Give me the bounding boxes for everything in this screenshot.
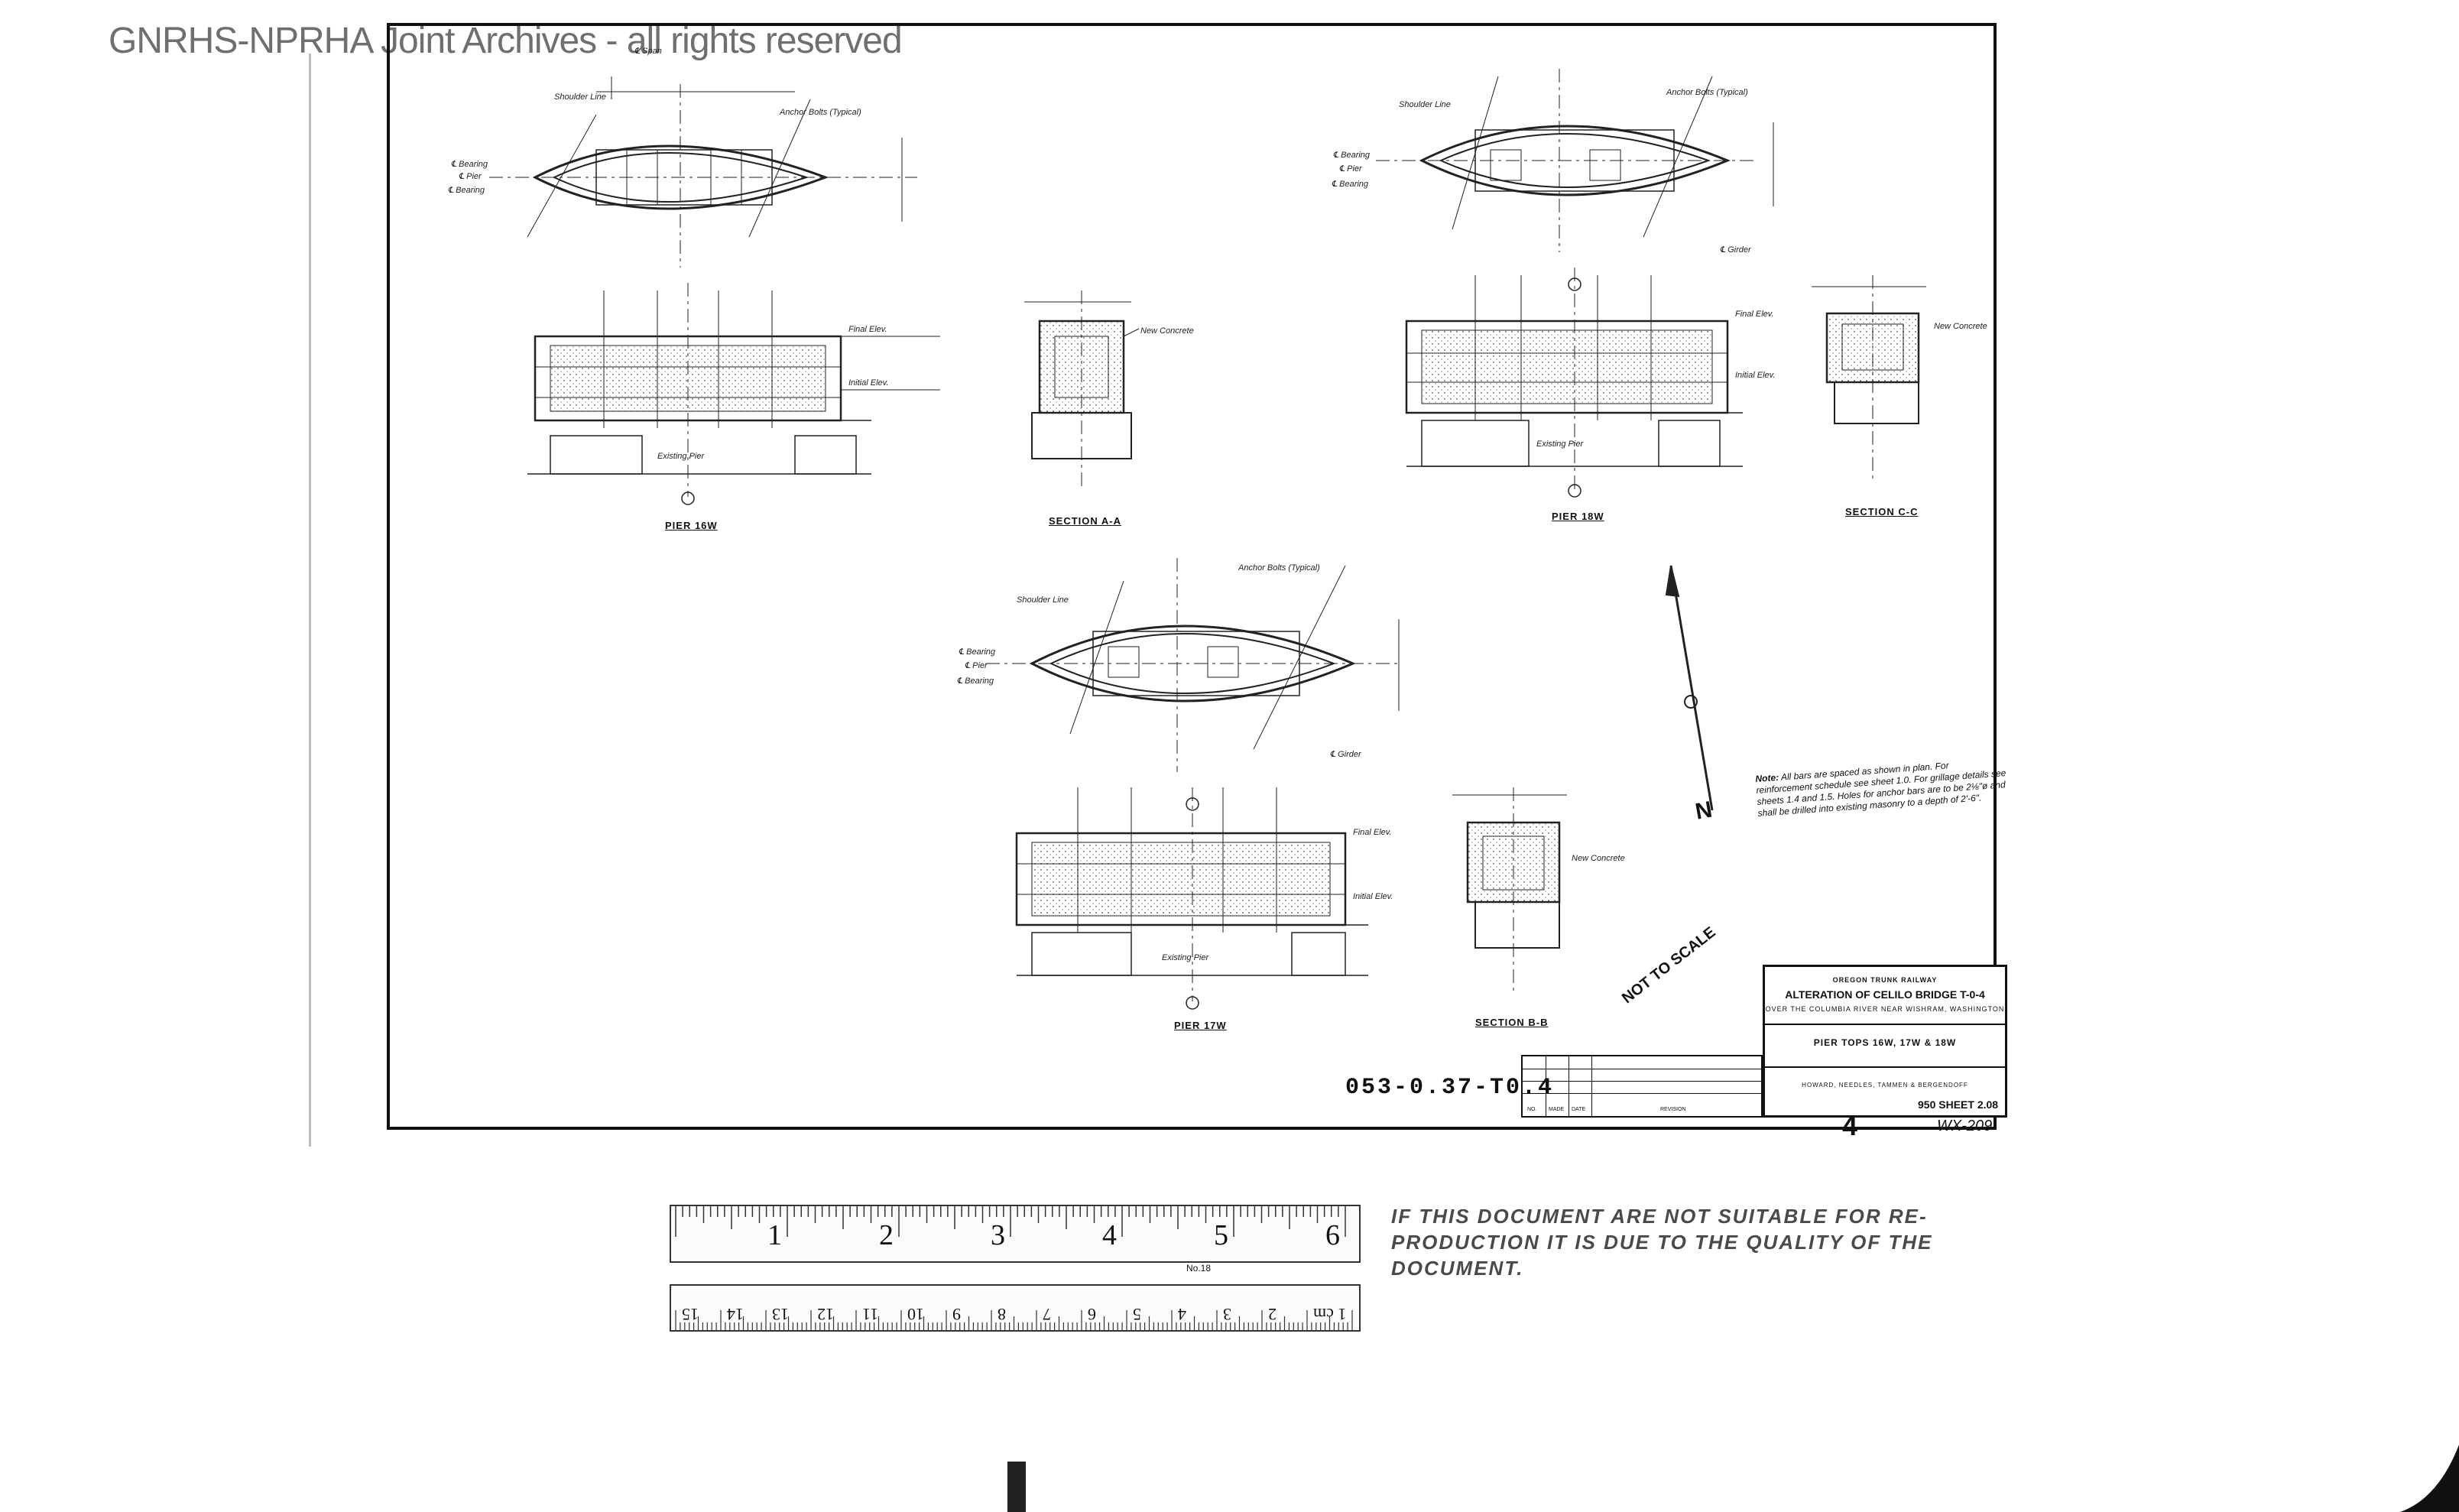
pier-18w-elevation	[1405, 268, 1743, 498]
revision-footer: NO. MADE DATE REVISION	[1523, 1104, 1761, 1116]
svg-text:Initial Elev.: Initial Elev.	[1735, 371, 1775, 380]
title-block-sheet-title: PIER TOPS 16W, 17W & 18W	[1813, 1037, 1957, 1048]
svg-text:℄ Bearing: ℄ Bearing	[448, 186, 485, 195]
ruler-cm-number: 8	[998, 1305, 1006, 1324]
svg-text:Anchor Bolts (Typical): Anchor Bolts (Typical)	[779, 108, 861, 117]
label-pier-18w: PIER 18W	[1552, 511, 1604, 522]
initial-elev-label-16w: Initial Elev.	[848, 378, 888, 388]
ruler-inch-5: 5	[1214, 1219, 1228, 1251]
svg-text:New Concrete: New Concrete	[1934, 322, 1987, 331]
svg-text:Initial Elev.: Initial Elev.	[1353, 892, 1393, 901]
ruler-inch-3: 3	[991, 1219, 1005, 1251]
ruler-inch-6: 6	[1325, 1219, 1340, 1251]
svg-text:℄ Girder: ℄ Girder	[1330, 750, 1362, 759]
ruler-inches: 1 2 3 4 5 6	[670, 1205, 1361, 1263]
label-section-b-b: SECTION B-B	[1475, 1017, 1549, 1028]
drawing-sheet-border	[387, 23, 1997, 1130]
svg-text:℄ Pier: ℄ Pier	[965, 661, 988, 670]
sheet-code: WX-209	[1937, 1118, 1993, 1134]
svg-text:Final Elev.: Final Elev.	[1735, 310, 1774, 319]
ruler-cm-number: 11	[862, 1305, 879, 1324]
ruler-cm-number: 10	[907, 1305, 924, 1324]
ruler-centimeters: 15 14 13 12 11 10 9 8 7 6 5 4 3 2 1 cm	[670, 1284, 1361, 1332]
label-section-c-c: SECTION C-C	[1845, 506, 1919, 518]
section-b-b-drawing	[1452, 787, 1567, 994]
ruler-cm-number: 14	[727, 1305, 744, 1324]
svg-text:℄ Bearing: ℄ Bearing	[451, 160, 488, 169]
rev-col-made: MADE	[1549, 1107, 1565, 1112]
ruler-cm-number: 5	[1133, 1305, 1141, 1324]
label-section-a-a: SECTION A-A	[1049, 515, 1122, 527]
ruler-brand: No.18	[1186, 1263, 1212, 1274]
svg-text:℄ Bearing: ℄ Bearing	[1333, 151, 1371, 160]
archive-watermark: GNRHS-NPRHA Joint Archives - all rights …	[109, 21, 903, 61]
svg-text:Final Elev.: Final Elev.	[1353, 828, 1392, 837]
reproduction-caption: IF THIS DOCUMENT ARE NOT SUITABLE FOR RE…	[1391, 1205, 1933, 1280]
ruler-inch-4: 4	[1102, 1219, 1117, 1251]
rev-col-date: DATE	[1572, 1107, 1586, 1112]
drawing-number: 053-0.37-T0.4	[1345, 1075, 1555, 1101]
existing-pier-label-16w: Existing Pier	[657, 452, 705, 461]
svg-text:Shoulder Line: Shoulder Line	[1017, 595, 1069, 605]
ruler-cm-number: 2	[1268, 1305, 1277, 1324]
title-block-company: OREGON TRUNK RAILWAY	[1832, 976, 1938, 984]
pier-17w-elevation	[1015, 787, 1368, 1010]
svg-text:Existing Pier: Existing Pier	[1162, 953, 1209, 962]
svg-text:℄ Pier: ℄ Pier	[1339, 164, 1363, 174]
ruler-cm-number: 4	[1178, 1305, 1186, 1324]
final-elev-label-16w: Final Elev.	[848, 325, 887, 334]
ruler-cm-number: 12	[817, 1305, 834, 1324]
title-block-firm: HOWARD, NEEDLES, TAMMEN & BERGENDOFF	[1802, 1082, 1968, 1089]
svg-text:℄ Bearing: ℄ Bearing	[957, 677, 994, 686]
ruler-cm-number: 7	[1043, 1305, 1051, 1324]
scan-smudge	[1007, 1462, 1026, 1512]
new-concrete-label-a: New Concrete	[1140, 326, 1194, 336]
label-pier-17w: PIER 17W	[1174, 1020, 1227, 1031]
note-heading: Note:	[1755, 771, 1779, 784]
svg-text:℄ Pier: ℄ Pier	[459, 172, 482, 181]
ruler-cm-number: 1 cm	[1313, 1305, 1347, 1324]
ruler-cm-number: 6	[1088, 1305, 1096, 1324]
label-pier-16w: PIER 16W	[665, 520, 718, 531]
ruler-cm-number: 13	[772, 1305, 789, 1324]
svg-text:Existing Pier: Existing Pier	[1536, 440, 1584, 449]
ruler-inch-2: 2	[879, 1219, 894, 1251]
svg-text:Shoulder Line: Shoulder Line	[1399, 100, 1451, 109]
title-block-subtitle: OVER THE COLUMBIA RIVER NEAR WISHRAM, WA…	[1765, 1005, 2005, 1013]
ruler-cm-number: 3	[1223, 1305, 1231, 1324]
rev-col-revision: REVISION	[1660, 1107, 1686, 1112]
ruler-cm-number: 9	[952, 1305, 961, 1324]
svg-text:℄ Bearing: ℄ Bearing	[959, 647, 996, 657]
svg-text:℄ Bearing: ℄ Bearing	[1332, 180, 1369, 189]
title-block-sheet-number: 950 SHEET 2.08	[1918, 1098, 1999, 1111]
ruler-inch-1: 1	[767, 1219, 782, 1251]
pier-16w-elevation	[527, 283, 940, 505]
pier-17w-plan	[986, 558, 1400, 772]
rev-col-no: NO.	[1527, 1107, 1537, 1112]
scan-corner-shadow	[2400, 1445, 2459, 1512]
section-c-c-drawing	[1812, 275, 1926, 482]
north-arrow	[1665, 565, 1714, 811]
svg-text:Anchor Bolts (Typical): Anchor Bolts (Typical)	[1238, 563, 1320, 573]
svg-text:Shoulder Line: Shoulder Line	[554, 92, 606, 102]
svg-text:℄ Girder: ℄ Girder	[1720, 245, 1752, 255]
title-block-title: ALTERATION OF CELILO BRIDGE T-0-4	[1785, 988, 1985, 1001]
svg-text:Anchor Bolts (Typical): Anchor Bolts (Typical)	[1666, 88, 1748, 97]
title-block: OREGON TRUNK RAILWAY ALTERATION OF CELIL…	[1763, 965, 2007, 1118]
svg-text:℄ Span: ℄ Span	[634, 47, 662, 56]
scan-edge-line	[309, 54, 311, 1147]
revision-block: NO. MADE DATE REVISION	[1521, 1055, 1763, 1118]
pier-18w-plan	[1376, 69, 1774, 252]
pier-16w-plan	[489, 76, 917, 268]
svg-text:New Concrete: New Concrete	[1572, 854, 1625, 863]
section-a-a-drawing	[1024, 290, 1140, 489]
sheet-tab-number: 4	[1842, 1110, 1858, 1141]
ruler-cm-number: 15	[682, 1305, 699, 1324]
